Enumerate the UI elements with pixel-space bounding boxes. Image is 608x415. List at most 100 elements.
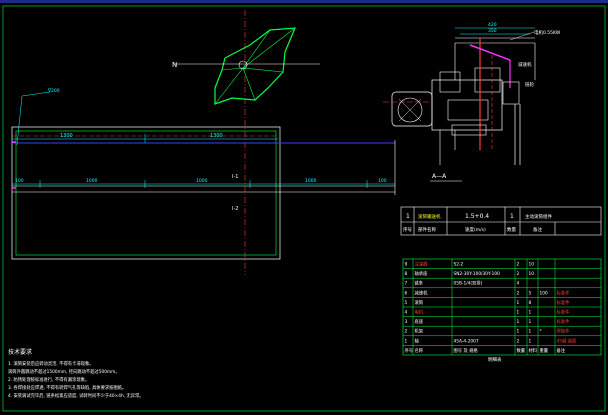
parts-cell-r7-c6: 焊接件 <box>557 328 571 335</box>
note-line-4: 3. 各焊接处应焊透, 不得有转焊气孔等缺陷, 具体要求按图纸。 <box>8 384 126 391</box>
parts-cell-r1-c4: 10 <box>529 271 535 277</box>
parts-cell-r6-c4: 1 <box>529 319 532 325</box>
parts-cell-r7-c0: 2 <box>405 329 408 335</box>
cad-drawing-canvas[interactable]: N 1300 1300 100 1000 1000 1000 100 Ⅰ-1 Ⅰ… <box>0 3 608 415</box>
leader-line <box>21 91 51 97</box>
inner-frame <box>15 130 277 256</box>
bottom-dimension-line <box>12 180 395 188</box>
north-label: N <box>172 61 177 69</box>
info-h-4: 备注 <box>533 226 542 233</box>
info-name: 滚筒输送机 <box>418 213 441 220</box>
reducer-body <box>431 79 503 131</box>
edge-dim-right: 100 <box>378 178 387 184</box>
section-dim-420: 420 <box>488 22 497 28</box>
roller-outline <box>11 126 281 260</box>
top-dim-1: 1300 <box>60 133 73 139</box>
info-h-2: 速度(m/s) <box>465 226 486 233</box>
parts-cell-r4-c0: 5 <box>405 300 408 306</box>
parts-cell-r7-c4: 1 <box>529 329 532 335</box>
parts-cell-r8-c0: 1 <box>405 338 408 344</box>
edge-dim-left: 100 <box>15 178 24 184</box>
info-part: 主动滚筒组件 <box>525 213 552 220</box>
parts-cell-r5-c6: 标准件 <box>557 309 571 316</box>
motor-note: 电机0.55KW <box>534 29 561 36</box>
reducer-note: 减速机 <box>518 61 532 68</box>
parts-cell-r4-c6: 标准件 <box>557 299 571 306</box>
parts-cell-r7-c3: 1 <box>517 329 520 335</box>
info-h-3: 数量 <box>507 226 516 233</box>
parts-cell-r8-c1: 轴 <box>415 337 419 344</box>
parts-cell-r3-c3: 2 <box>517 290 520 296</box>
parts-cell-r8-c3: 2 <box>517 338 520 344</box>
parts-cell-r1-c0: 8 <box>405 271 408 277</box>
parts-header-2: 图号 及 规格 <box>454 347 479 354</box>
parts-list-table[interactable]: 9 注油器 S2-2 2 10 8 轴承座 SN2-30Y-100/30Y-100 2 10 7 链条… <box>402 258 602 363</box>
bottom-dim-1: 1000 <box>86 178 98 184</box>
parts-cell-r6-c0: 3 <box>405 319 408 325</box>
parts-cell-r5-c1: 电机 <box>415 309 424 316</box>
main-plan-view[interactable]: 1300 1300 100 1000 1000 1000 100 Ⅰ-1 Ⅰ-2… <box>11 88 396 260</box>
parts-header-4: 材料 <box>529 347 538 354</box>
parts-cell-r1-c3: 2 <box>517 271 520 277</box>
parts-cell-r7-c1: 机架 <box>415 328 424 335</box>
info-no: 1 <box>406 213 410 220</box>
bottom-dim-3: 1000 <box>305 178 317 184</box>
parts-cell-r6-c6: 标准件 <box>557 318 571 325</box>
info-h-0: 序号 <box>403 226 412 233</box>
parts-cell-r1-c2: SN2-30Y-100/30Y-100 <box>454 271 501 277</box>
parts-header-0: 序号 <box>405 347 414 354</box>
parts-cell-r5-c4: 1 <box>529 310 532 316</box>
notes-title: 技术要求 <box>8 348 32 356</box>
parts-list-footer: 明细表 <box>488 356 502 363</box>
parts-cell-r2-c2: 05B-1/4(双排) <box>454 280 483 287</box>
parts-cell-r0-c1: 注油器 <box>415 261 429 268</box>
mid-label-1: Ⅰ-1 <box>232 174 238 180</box>
parts-cell-r8-c6: 45钢 调质 <box>557 337 577 344</box>
parts-cell-r3-c4: 5 <box>529 290 532 296</box>
parts-cell-r1-c1: 轴承座 <box>415 270 429 277</box>
parts-cell-r0-c0: 9 <box>405 262 408 268</box>
parts-cell-r2-c0: 7 <box>405 281 408 287</box>
bottom-dim-2: 1000 <box>196 178 208 184</box>
parts-cell-r4-c4: 8 <box>529 300 532 306</box>
parts-cell-r0-c3: 2 <box>517 262 520 268</box>
parts-cell-r3-c5: 100 <box>540 290 548 296</box>
drawing-border <box>2 5 606 412</box>
north-arrow-symbol: N <box>172 27 320 105</box>
parts-cell-r5-c3: 1 <box>517 310 520 316</box>
parts-cell-r5-c0: 4 <box>405 310 408 316</box>
sprocket-note: 链轮 <box>525 81 534 88</box>
parts-cell-r3-c6: 标准件 <box>557 289 571 296</box>
info-qty: 1 <box>510 213 514 220</box>
window-title-bar <box>0 0 608 3</box>
top-dim-2: 1300 <box>210 133 223 139</box>
parts-cell-r2-c3: 4 <box>517 281 520 287</box>
note-line-3: 2. 防锈处理按标准进行, 不得有漏涂现象。 <box>8 376 89 383</box>
info-table[interactable] <box>400 206 602 236</box>
note-line-2: 滚筒外圆跳动不超过1500mm, 径向跳动不超过500mm。 <box>8 368 120 375</box>
section-view-a-a[interactable]: 420 350 电机0.55KW 减速机 链轮 A—A <box>383 22 561 182</box>
parts-cell-r8-c4: 1 <box>529 338 532 344</box>
parts-cell-r0-c4: 10 <box>529 262 535 268</box>
note-line-5: 4. 安装调试完毕后, 链条松紧应适度, 试转时间不少于40×4h, 无异常。 <box>8 392 144 399</box>
note-line-1: 1. 滚筒安装后应转动灵活, 不得有卡滞现象。 <box>8 360 94 367</box>
section-dim-350: 350 <box>488 28 497 34</box>
parts-cell-r2-c1: 链条 <box>415 280 424 287</box>
parts-cell-r6-c3: 1 <box>517 319 520 325</box>
parts-header-3: 数量 <box>517 347 526 354</box>
parts-header-5: 重量 <box>540 347 549 354</box>
left-radius-label: ∇200 <box>47 88 60 94</box>
parts-cell-r7-c5: * <box>540 329 543 335</box>
parts-cell-r6-c1: 底座 <box>415 318 424 325</box>
parts-cell-r0-c2: S2-2 <box>454 262 464 268</box>
parts-cell-r4-c3: 1 <box>517 300 520 306</box>
parts-cell-r3-c0: 6 <box>405 290 408 296</box>
technical-notes: 技术要求 1. 滚筒安装后应转动灵活, 不得有卡滞现象。 滚筒外圆跳动不超过15… <box>8 348 144 399</box>
top-dimension-line <box>12 134 278 143</box>
mid-label-2: Ⅰ-2 <box>232 206 238 212</box>
info-speed: 1.5+0.4 <box>465 213 489 220</box>
info-h-1: 部件名称 <box>418 226 436 233</box>
parts-cell-r8-c2: 45A-4-2007 <box>454 338 479 344</box>
parts-cell-r3-c1: 减速机 <box>415 289 429 296</box>
parts-header-6: 备注 <box>557 347 566 354</box>
